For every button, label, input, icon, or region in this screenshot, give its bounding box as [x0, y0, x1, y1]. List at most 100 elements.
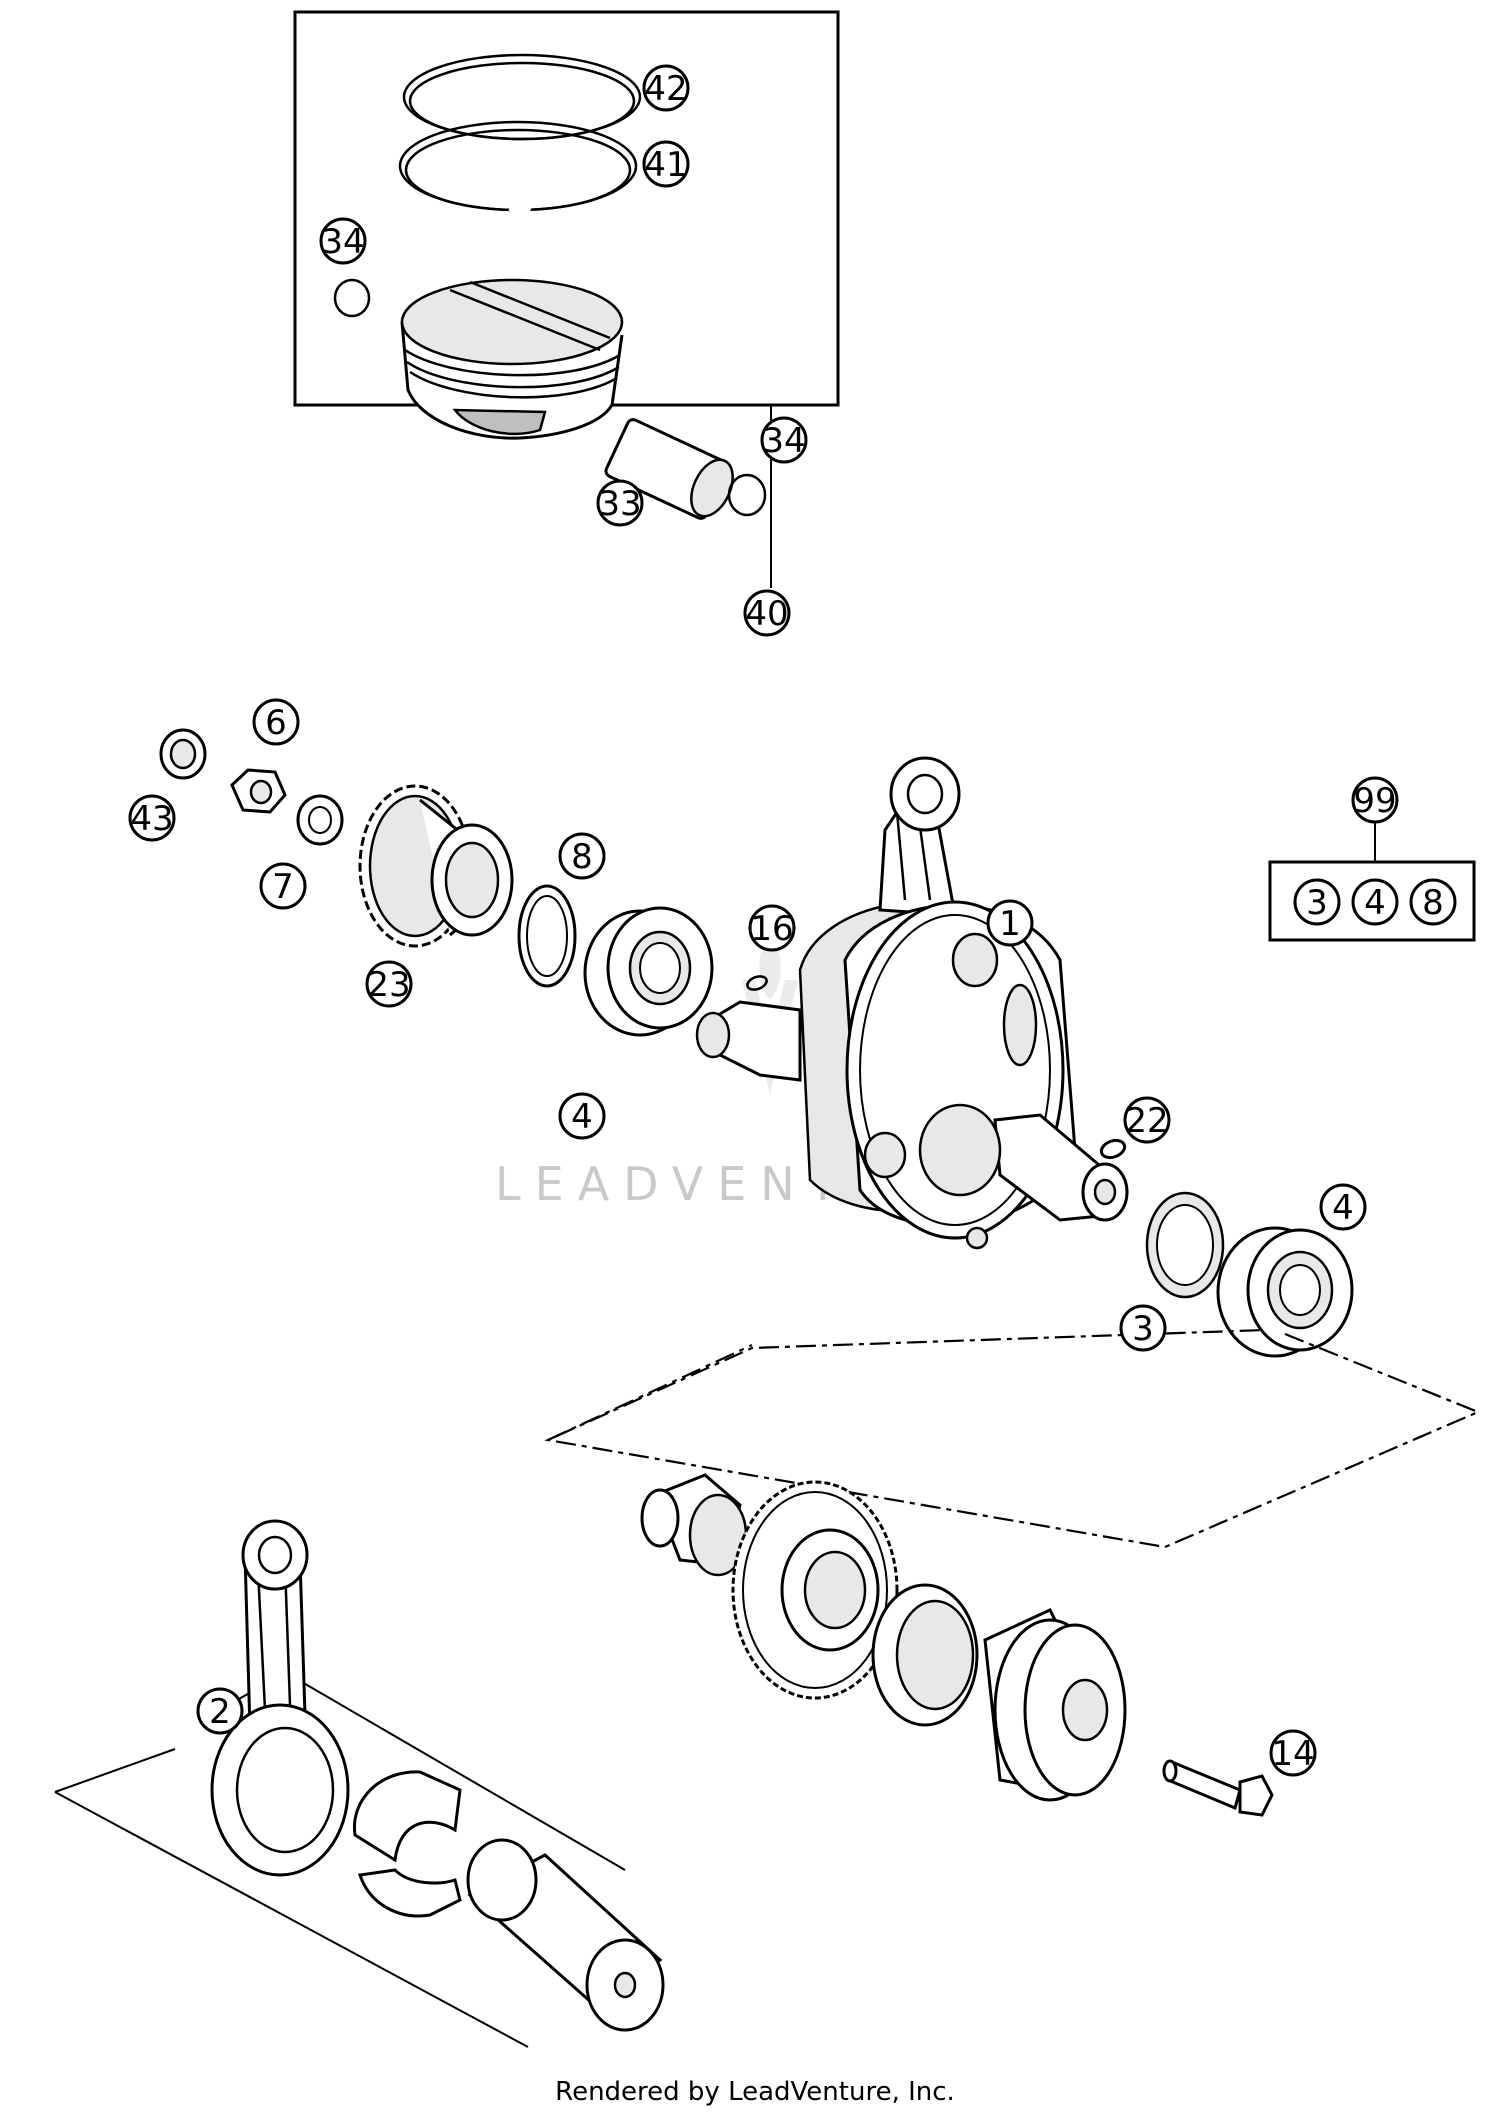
primary-gear: [358, 784, 514, 948]
callout-circle: [365, 960, 413, 1008]
callout-circle: [1123, 1096, 1171, 1144]
callout-number: 8: [1422, 883, 1444, 923]
callout-circle: [1409, 878, 1457, 926]
main-bearing-right: [1216, 1226, 1354, 1358]
woodruff-key-left: [746, 975, 768, 991]
callout-c99_8: 8: [1409, 878, 1457, 926]
callout-number: 2: [209, 1692, 231, 1732]
callout-circle: [760, 416, 808, 464]
woodruff-key-right: [1099, 1138, 1127, 1160]
main-bearing-left: [583, 906, 714, 1037]
callout-number: 42: [644, 69, 687, 109]
callout-number: 4: [571, 1097, 593, 1137]
kit-99-box: [1268, 860, 1476, 942]
callout-c16: 16: [748, 904, 796, 952]
callout-circle: [642, 140, 690, 188]
callout-c42: 42: [642, 64, 690, 112]
callout-c33: 33: [596, 479, 644, 527]
starter-idler-gear: [731, 1480, 899, 1700]
freewheel-cage: [871, 1583, 979, 1727]
callout-c6: 6: [252, 698, 300, 746]
circlip-right: [727, 473, 767, 517]
crank-pin: [466, 1838, 665, 2032]
callout-number: 41: [644, 145, 687, 185]
shim-washer: [1145, 1191, 1225, 1299]
callout-c3: 3: [1119, 1304, 1167, 1352]
callout-number: 1: [999, 904, 1021, 944]
callout-number: 23: [367, 965, 410, 1005]
callout-circle: [748, 904, 796, 952]
piston: [400, 278, 624, 440]
connecting-rod-kit-outline: [54, 1671, 626, 2048]
callout-c1: 1: [986, 899, 1034, 947]
callout-c14: 14: [1269, 1729, 1317, 1777]
callout-number: 7: [272, 867, 294, 907]
callout-c41: 41: [642, 140, 690, 188]
callout-circle: [1119, 1304, 1167, 1352]
callout-c8: 8: [558, 832, 606, 880]
callout-c4a: 4: [558, 1092, 606, 1140]
callout-circle: [558, 832, 606, 880]
seal-ring: [159, 728, 207, 780]
hex-nut: [230, 768, 287, 814]
callout-circle: [128, 794, 176, 842]
callout-number: 3: [1132, 1309, 1154, 1349]
callout-number: 99: [1353, 781, 1396, 821]
connecting-rod: [210, 1519, 350, 1877]
callout-number: 8: [571, 837, 593, 877]
callout-number: 6: [265, 703, 287, 743]
spacer-ring: [517, 884, 577, 988]
callout-c99_3: 3: [1293, 878, 1341, 926]
callout-circle: [319, 217, 367, 265]
callout-number: 16: [750, 909, 793, 949]
flywheel-bolt: [1162, 1759, 1274, 1817]
callout-number: 4: [1332, 1188, 1354, 1228]
callout-circle: [743, 589, 791, 637]
crankshaft-assembly: [695, 756, 1129, 1250]
callout-circle: [642, 64, 690, 112]
callout-number: 22: [1125, 1101, 1168, 1141]
callout-c2: 2: [196, 1687, 244, 1735]
starter-group-outline: [544, 1328, 1481, 1549]
starter-bushing: [640, 1473, 748, 1577]
callout-circle: [558, 1092, 606, 1140]
callout-c7: 7: [259, 862, 307, 910]
callout-circle: [1351, 878, 1399, 926]
starter-group-outline-top: [547, 1344, 753, 1441]
callout-number: 14: [1271, 1734, 1314, 1774]
callout-number: 33: [598, 484, 641, 524]
callout-c40: 40: [743, 589, 791, 637]
circlip-left: [333, 278, 371, 318]
footer-credit: Rendered by LeadVenture, Inc.: [555, 2077, 955, 2107]
callout-number: 40: [745, 594, 788, 634]
callout-number: 43: [130, 799, 173, 839]
callout-circle: [1351, 776, 1399, 824]
callout-circle: [259, 862, 307, 910]
piston-ring-second: [398, 120, 638, 217]
freewheel-housing: [983, 1608, 1127, 1802]
piston-pin: [604, 418, 734, 520]
callout-circle: [1269, 1729, 1317, 1777]
callout-circle: [986, 899, 1034, 947]
callout-number: 4: [1364, 883, 1386, 923]
callout-c34a: 34: [319, 217, 367, 265]
callout-c22: 22: [1123, 1096, 1171, 1144]
callout-number: 3: [1306, 883, 1328, 923]
callout-number: 34: [321, 222, 364, 262]
callout-c34b: 34: [760, 416, 808, 464]
callout-circle: [596, 479, 644, 527]
callout-c99_4: 4: [1351, 878, 1399, 926]
rod-bearing-shell: [352, 1770, 462, 1918]
callout-circle: [252, 698, 300, 746]
callout-c4b: 4: [1319, 1183, 1367, 1231]
callout-circle: [196, 1687, 244, 1735]
lock-washer: [296, 794, 344, 846]
callout-c99: 99: [1351, 776, 1399, 824]
callout-circle: [1293, 878, 1341, 926]
callout-c43: 43: [128, 794, 176, 842]
callout-circle: [1319, 1183, 1367, 1231]
callout-number: 34: [762, 421, 805, 461]
callout-c23: 23: [365, 960, 413, 1008]
